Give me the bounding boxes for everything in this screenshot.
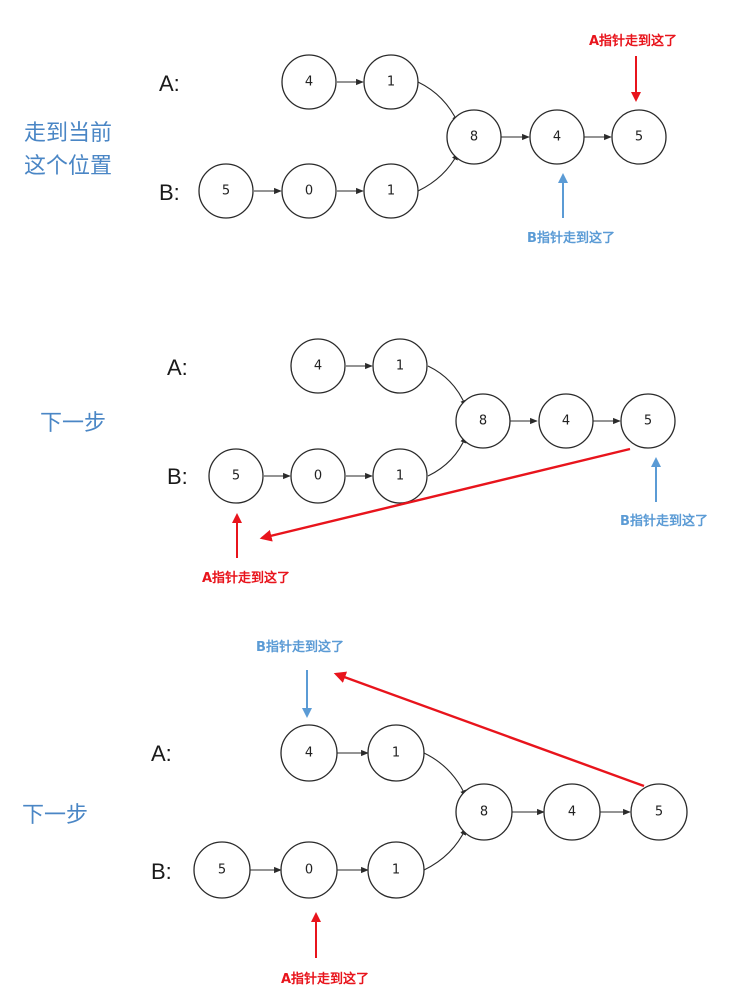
list-node: 1 [367, 841, 425, 899]
list-node: 8 [455, 783, 513, 841]
node-value: 5 [635, 130, 643, 145]
list-b-label: B: [167, 464, 188, 489]
list-node: 0 [290, 448, 346, 504]
a-pointer-label: A指针走到这了 [589, 33, 677, 49]
node-value: 5 [232, 469, 240, 484]
node-value: 5 [644, 414, 652, 429]
b-pointer-jump-arrow [333, 671, 645, 788]
list-a-label: A: [159, 71, 180, 96]
list-node: 5 [198, 163, 254, 219]
list-node: 1 [372, 448, 428, 504]
list-node: 8 [455, 393, 511, 449]
node-value: 8 [470, 130, 478, 145]
node-value: 1 [396, 469, 404, 484]
list-node: 5 [208, 448, 264, 504]
node-value: 4 [568, 805, 576, 820]
node-value: 1 [387, 75, 395, 90]
list-node: 5 [630, 783, 688, 841]
node-value: 4 [305, 746, 313, 761]
list-b-label: B: [159, 180, 180, 205]
list-node: 5 [611, 109, 667, 165]
node-value: 0 [305, 184, 313, 199]
b-pointer-label: B指针走到这了 [527, 230, 615, 246]
list-node: 1 [367, 724, 425, 782]
list-node: 0 [281, 163, 337, 219]
node-value: 0 [314, 469, 322, 484]
node-value: 4 [562, 414, 570, 429]
node-value: 4 [314, 359, 322, 374]
b-pointer-label: B指针走到这了 [256, 639, 344, 655]
list-node: 5 [193, 841, 251, 899]
list-node: 8 [446, 109, 502, 165]
panel-2: 下一步 A: B: 4 1 5 0 1 8 4 5 A指针走到这了 B指针走到这… [40, 338, 708, 586]
side-label-line-1: 走到当前 [24, 121, 112, 146]
list-node: 4 [538, 393, 594, 449]
list-node: 1 [363, 163, 419, 219]
node-value: 8 [480, 805, 488, 820]
side-label-line-1: 下一步 [40, 411, 106, 436]
list-node: 4 [281, 54, 337, 110]
node-value: 0 [305, 863, 313, 878]
list-a-label: A: [167, 355, 188, 380]
node-value: 5 [222, 184, 230, 199]
panel-3: 下一步 A: B: 4 1 5 0 1 8 4 5 B指针走到这了 A指针走到这… [22, 639, 688, 987]
panel-1: 走到当前 这个位置 A: B: 4 1 5 0 1 8 4 5 A指针走到这了 … [24, 33, 677, 246]
node-value: 5 [218, 863, 226, 878]
list-node: 5 [620, 393, 676, 449]
side-label-line-1: 下一步 [22, 803, 88, 828]
list-node: 4 [529, 109, 585, 165]
side-label-line-2: 这个位置 [24, 154, 112, 179]
node-value: 4 [553, 130, 561, 145]
list-node: 0 [280, 841, 338, 899]
list-node: 4 [543, 783, 601, 841]
node-value: 1 [387, 184, 395, 199]
list-node: 1 [363, 54, 419, 110]
list-b-label: B: [151, 859, 172, 884]
b-pointer-label: B指针走到这了 [620, 513, 708, 529]
node-value: 8 [479, 414, 487, 429]
a-pointer-label: A指针走到这了 [202, 570, 290, 586]
list-a-label: A: [151, 741, 172, 766]
list-node: 1 [372, 338, 428, 394]
a-pointer-jump-arrow [259, 447, 631, 542]
a-pointer-label: A指针走到这了 [281, 971, 369, 987]
list-node: 4 [280, 724, 338, 782]
node-value: 5 [655, 805, 663, 820]
node-value: 1 [392, 863, 400, 878]
list-node: 4 [290, 338, 346, 394]
node-value: 1 [396, 359, 404, 374]
node-value: 1 [392, 746, 400, 761]
node-value: 4 [305, 75, 313, 90]
